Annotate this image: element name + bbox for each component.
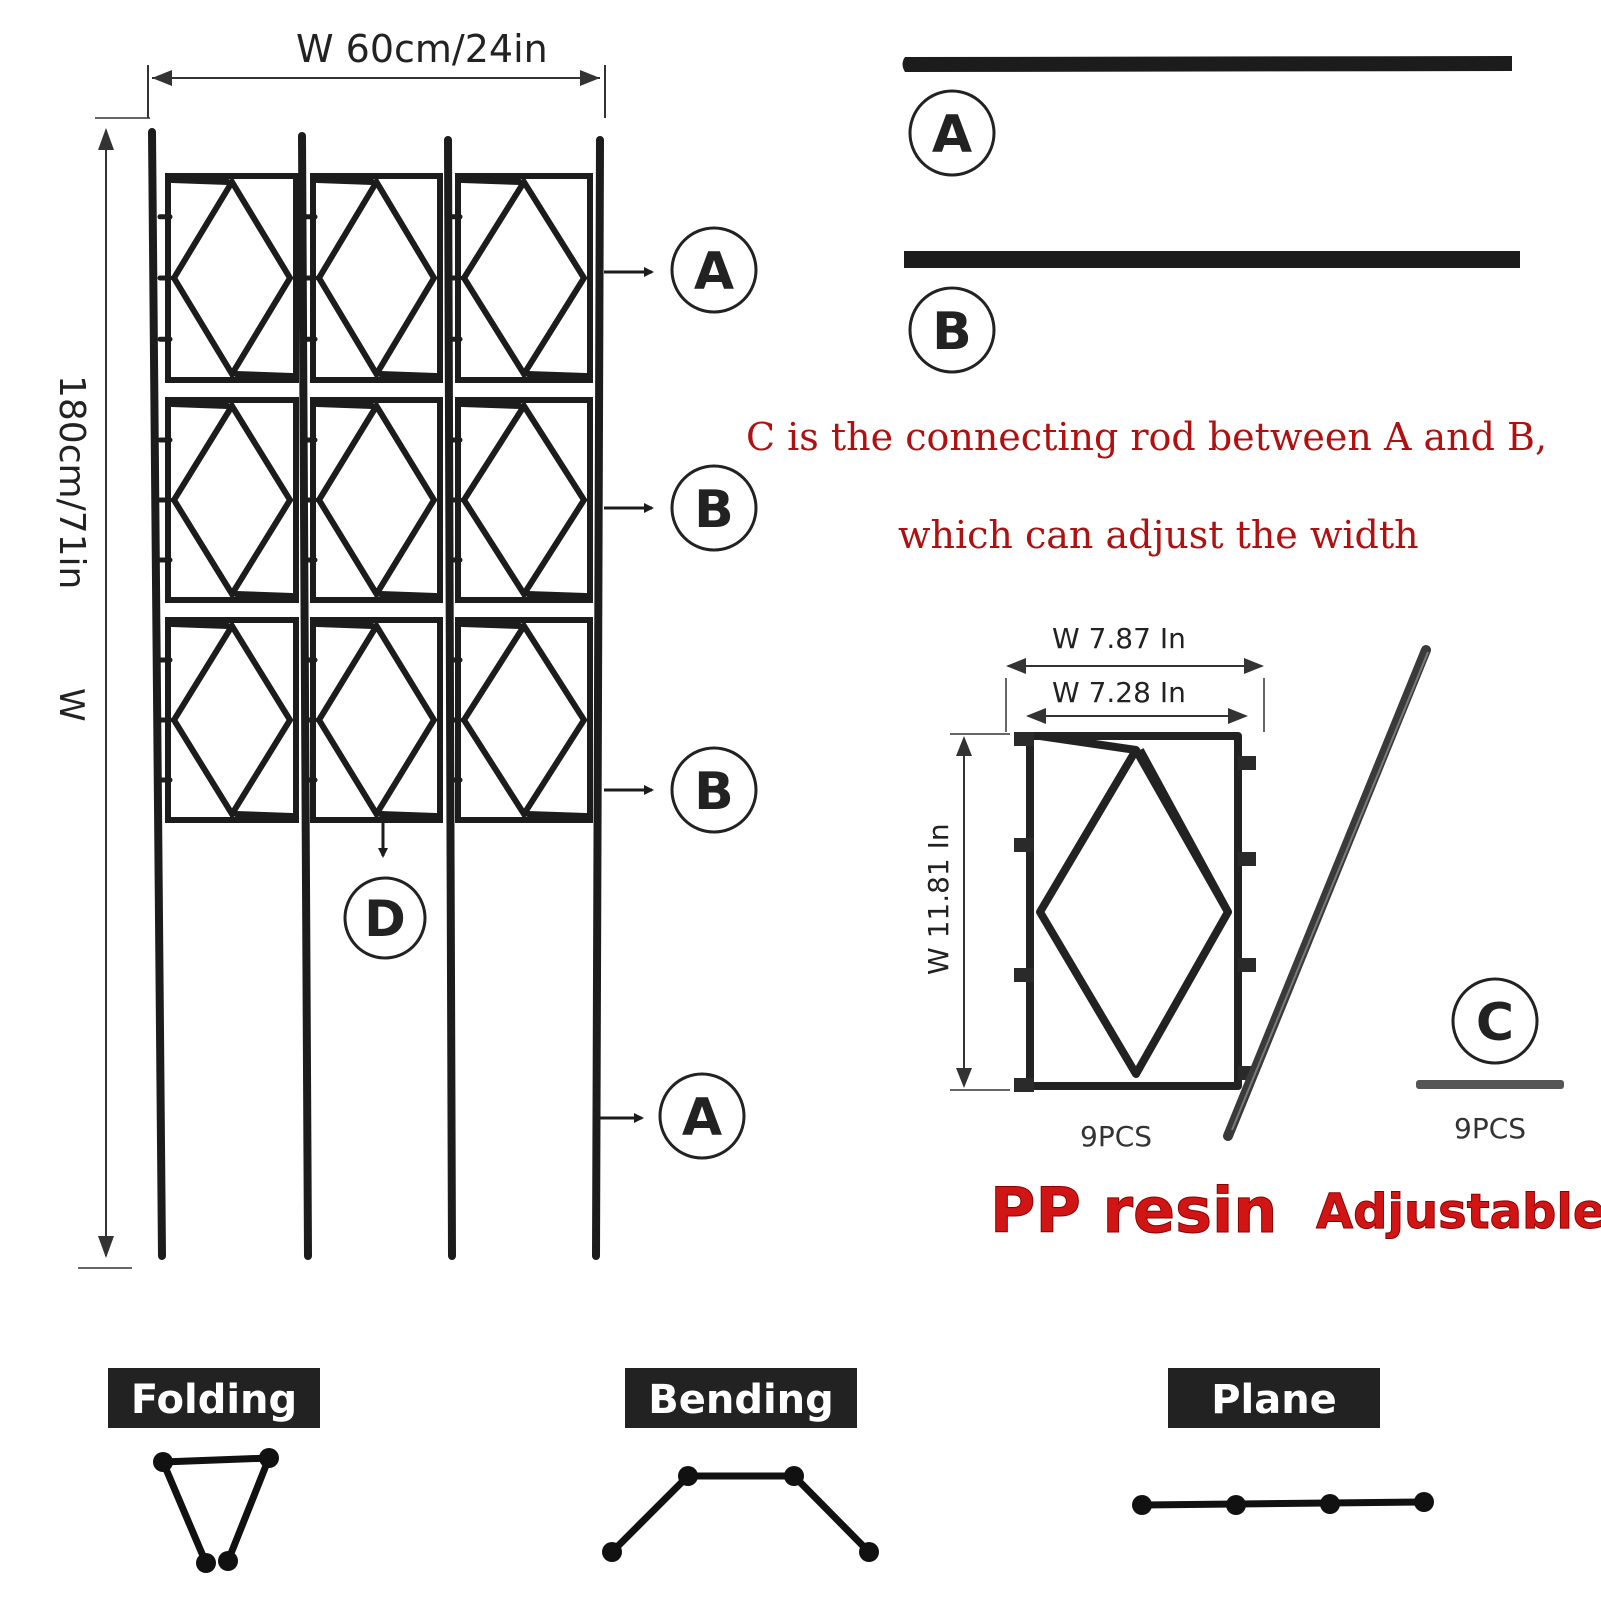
callout-a-top: A — [604, 226, 758, 314]
panel-grid — [157, 173, 593, 823]
lattice-panel — [165, 173, 299, 383]
mode-plane: Plane — [1132, 1368, 1434, 1515]
connector-qty: 9PCS — [1454, 1112, 1526, 1145]
lattice-brace — [314, 621, 376, 629]
lattice-panel — [310, 397, 443, 603]
panel-outer-width-label: W 7.87 In — [1052, 622, 1186, 655]
lattice-brace — [459, 401, 523, 409]
adjustable-heading: Adjustable — [1316, 1184, 1601, 1240]
panel-height-label: W 11.81 In — [922, 823, 955, 975]
connector-note-line1: C is the connecting rod between A and B, — [746, 415, 1547, 459]
lattice-brace — [169, 621, 231, 629]
lattice-brace — [233, 811, 295, 819]
lattice-brace — [169, 177, 231, 185]
lattice-brace — [459, 177, 523, 185]
part-c-label: C — [1476, 993, 1514, 1053]
lattice-brace — [377, 811, 439, 819]
lattice-brace — [377, 591, 439, 599]
overall-height-label: 180cm/71in — [51, 375, 92, 589]
lattice-diamond — [170, 400, 294, 600]
lattice-brace — [314, 401, 376, 409]
lattice-diamond — [460, 400, 588, 600]
lattice-diamond — [460, 620, 588, 820]
mode-bending-label: Bending — [648, 1377, 834, 1423]
callout-d: D — [343, 822, 427, 960]
lattice-brace — [377, 371, 439, 379]
lattice-diamond — [170, 176, 294, 380]
lattice-diamond — [460, 176, 588, 380]
lattice-brace — [525, 371, 589, 379]
lattice-brace — [314, 177, 376, 185]
lattice-brace — [459, 621, 523, 629]
diagonal-rod — [1223, 645, 1431, 1141]
mode-plane-label: Plane — [1211, 1377, 1337, 1423]
lattice-diamond — [315, 620, 438, 820]
panel-detail: W 7.87 In W 7.28 In W 11.81 In — [922, 622, 1265, 1153]
trellis-assembly — [148, 128, 604, 1260]
part-label-d: D — [364, 890, 406, 948]
lattice-panel — [455, 617, 593, 823]
part-label-b: B — [694, 762, 734, 822]
part-label-a: A — [694, 242, 734, 302]
lattice-brace — [525, 811, 589, 819]
callout-b-lower: B — [604, 746, 758, 834]
overall-width-dimension: W 60cm/24in — [147, 27, 606, 118]
overall-height-dimension: 180cm/71in W — [51, 117, 150, 1269]
panel-inner-width-label: W 7.28 In — [1052, 676, 1186, 709]
part-label-b: B — [694, 480, 734, 540]
panel-qty: 9PCS — [1080, 1120, 1152, 1153]
callout-b-upper: B — [604, 464, 758, 552]
connector-note-line2: which can adjust the width — [898, 513, 1419, 557]
material-heading: PP resin — [990, 1174, 1277, 1247]
mode-folding-label: Folding — [131, 1377, 297, 1423]
lattice-diamond — [170, 620, 294, 820]
part-a-rod-label: A — [932, 105, 972, 165]
part-label-a: A — [682, 1088, 722, 1148]
lattice-diamond — [315, 176, 438, 380]
lattice-brace — [169, 401, 231, 409]
lattice-panel — [310, 617, 443, 823]
lattice-panel — [310, 173, 443, 383]
lattice-panel — [455, 173, 593, 383]
lattice-diamond — [315, 400, 438, 600]
lattice-brace — [233, 371, 295, 379]
overall-height-prefix: W — [51, 688, 91, 722]
part-a-rod: A — [902, 56, 1512, 177]
callout-a-bottom: A — [596, 1072, 746, 1160]
lattice-panel — [165, 397, 299, 603]
part-b-rod-label: B — [932, 302, 972, 362]
lattice-panel — [455, 397, 593, 603]
lattice-brace — [525, 591, 589, 599]
mode-folding: Folding — [108, 1368, 320, 1573]
connector-c: C 9PCS — [1416, 977, 1564, 1145]
overall-width-label: W 60cm/24in — [296, 27, 548, 71]
part-b-rod: B — [904, 251, 1520, 374]
mode-bending: Bending — [602, 1368, 879, 1562]
lattice-panel — [165, 617, 299, 823]
lattice-brace — [233, 591, 295, 599]
panel-clips — [1014, 732, 1256, 1092]
vertical-stakes — [148, 128, 604, 1260]
